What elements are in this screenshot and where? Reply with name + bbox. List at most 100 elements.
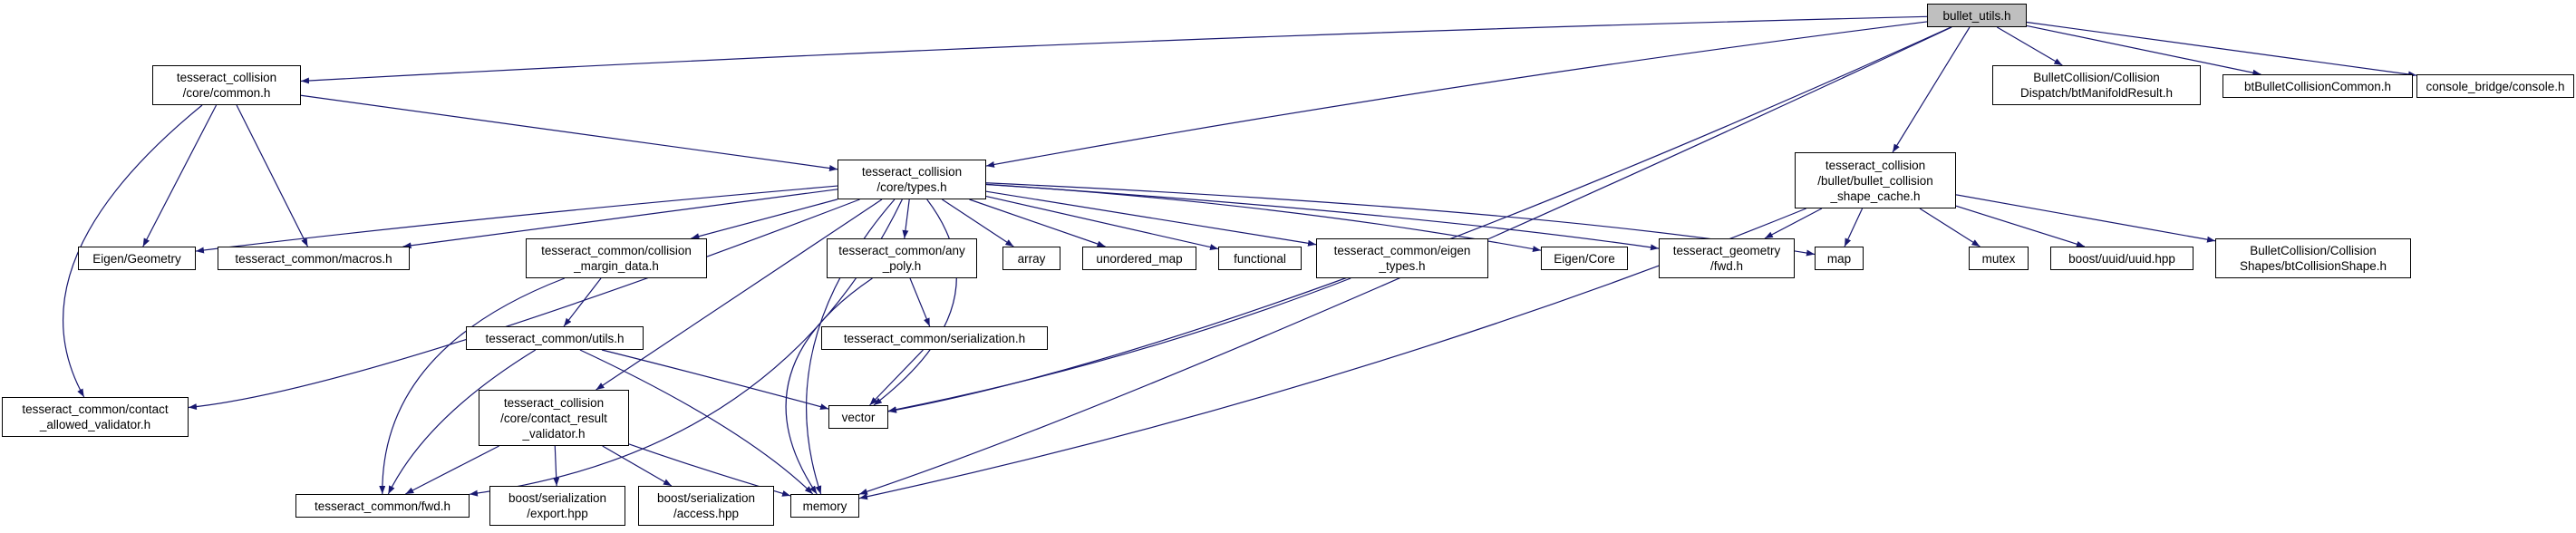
graph-edge-shape_cache-to-map — [1844, 208, 1864, 247]
graph-edge-bullet_utils-to-btManifoldResult — [1996, 26, 2063, 66]
graph-node-label: tesseract_collision /core/contact_result… — [500, 395, 607, 441]
graph-node-types[interactable]: tesseract_collision /core/types.h — [838, 160, 986, 199]
graph-node-label: boost/serialization /export.hpp — [508, 491, 607, 520]
graph-edge-bullet_utils-to-shape_cache — [1892, 26, 1971, 153]
graph-node-mutex: mutex — [1969, 247, 2029, 270]
graph-node-label: mutex — [1981, 251, 2016, 266]
graph-edge-types-to-memory — [806, 199, 896, 495]
graph-node-label: tesseract_common/macros.h — [235, 251, 392, 266]
graph-node-label: boost/serialization /access.hpp — [656, 491, 756, 520]
graph-node-label: vector — [841, 410, 876, 424]
graph-edge-any_poly-to-serialization — [909, 277, 931, 327]
graph-node-console_bridge: console_bridge/console.h — [2416, 74, 2574, 98]
graph-node-shape_cache[interactable]: tesseract_collision /bullet/bullet_colli… — [1795, 152, 1956, 208]
graph-node-ser_access: boost/serialization /access.hpp — [638, 486, 774, 526]
graph-edge-collision_margin_data-to-utils — [563, 277, 602, 327]
graph-edge-types-to-unordered_map — [969, 199, 1106, 247]
graph-node-eigen_geometry: Eigen/Geometry — [78, 247, 196, 270]
graph-node-label: tesseract_common/eigen _types.h — [1333, 244, 1471, 273]
graph-edge-bullet_utils-to-memory — [858, 26, 1952, 495]
graph-node-common[interactable]: tesseract_collision /core/common.h — [152, 65, 301, 105]
graph-edge-bullet_utils-to-types — [985, 21, 1928, 168]
graph-edge-types-to-vector — [873, 199, 957, 406]
graph-edge-types-to-eigen_geometry — [195, 185, 838, 254]
graph-edge-common-to-contact_allowed_validator — [62, 104, 203, 398]
graph-node-label: tesseract_collision /bullet/bullet_colli… — [1817, 158, 1933, 203]
graph-node-label: console_bridge/console.h — [2426, 79, 2565, 93]
graph-edge-types-to-geometry_fwd — [985, 183, 1660, 251]
graph-node-label: tesseract_common/utils.h — [485, 331, 625, 345]
graph-node-any_poly[interactable]: tesseract_common/any _poly.h — [827, 238, 977, 278]
graph-edge-types-to-array — [942, 199, 1014, 247]
graph-node-label: memory — [802, 499, 847, 513]
graph-node-bullet_utils: bullet_utils.h — [1927, 4, 2027, 27]
graph-node-contact_allowed_validator[interactable]: tesseract_common/contact _allowed_valida… — [2, 397, 189, 437]
graph-edge-shape_cache-to-btCollisionShape — [1955, 194, 2216, 243]
graph-edge-serialization-to-vector — [869, 349, 924, 406]
graph-node-unordered_map: unordered_map — [1082, 247, 1196, 270]
graph-node-label: tesseract_collision /core/types.h — [861, 165, 963, 194]
graph-edge-types-to-functional — [985, 195, 1219, 251]
graph-edge-contact_result_validator-to-common_fwd — [405, 445, 499, 495]
graph-edge-types-to-eigen_types — [985, 190, 1317, 247]
graph-edge-types-to-macros — [402, 189, 838, 249]
graph-node-label: BulletCollision/Collision Shapes/btColli… — [2239, 244, 2387, 273]
graph-node-btBulletCollisionCommon: btBulletCollisionCommon.h — [2223, 74, 2413, 98]
graph-edge-eigen_types-to-vector — [887, 277, 1351, 413]
graph-node-eigen_types[interactable]: tesseract_common/eigen _types.h — [1316, 238, 1488, 278]
graph-node-label: tesseract_common/fwd.h — [314, 499, 451, 513]
graph-node-btManifoldResult: BulletCollision/Collision Dispatch/btMan… — [1992, 65, 2201, 105]
graph-node-ser_export: boost/serialization /export.hpp — [489, 486, 625, 526]
graph-node-serialization[interactable]: tesseract_common/serialization.h — [821, 326, 1048, 350]
graph-node-label: array — [1017, 251, 1046, 266]
graph-edge-common-to-types — [300, 94, 838, 171]
graph-edge-any_poly-to-memory — [785, 277, 873, 495]
graph-edge-shape_cache-to-mutex — [1919, 208, 1980, 247]
graph-node-collision_margin_data[interactable]: tesseract_common/collision _margin_data.… — [526, 238, 707, 278]
graph-node-label: map — [1826, 251, 1852, 266]
graph-node-label: btBulletCollisionCommon.h — [2243, 79, 2392, 93]
graph-node-label: unordered_map — [1096, 251, 1183, 266]
graph-edge-types-to-contact_result_validator — [596, 199, 883, 391]
graph-node-macros[interactable]: tesseract_common/macros.h — [218, 247, 410, 270]
graph-edge-bullet_utils-to-common — [300, 15, 1928, 84]
graph-node-label: tesseract_common/any _poly.h — [838, 244, 965, 273]
graph-node-label: tesseract_geometry /fwd.h — [1672, 244, 1781, 273]
graph-node-boost_uuid: boost/uuid/uuid.hpp — [2050, 247, 2193, 270]
graph-node-label: functional — [1234, 251, 1286, 266]
graph-edge-contact_result_validator-to-ser_access — [602, 445, 673, 487]
graph-node-contact_result_validator[interactable]: tesseract_collision /core/contact_result… — [479, 390, 629, 446]
graph-node-label: tesseract_common/contact _allowed_valida… — [22, 402, 169, 431]
graph-edge-types-to-contact_allowed_validator — [188, 199, 860, 411]
graph-edge-common-to-eigen_geometry — [142, 104, 218, 247]
graph-edge-types-to-collision_margin_data — [691, 199, 838, 240]
graph-node-label: Eigen/Core — [1554, 251, 1615, 266]
graph-node-array: array — [1002, 247, 1060, 270]
graph-node-btCollisionShape: BulletCollision/Collision Shapes/btColli… — [2215, 238, 2411, 278]
graph-node-label: BulletCollision/Collision Dispatch/btMan… — [2019, 71, 2174, 100]
graph-node-memory: memory — [790, 494, 859, 518]
graph-edge-contact_result_validator-to-ser_export — [553, 445, 560, 487]
graph-node-geometry_fwd[interactable]: tesseract_geometry /fwd.h — [1659, 238, 1795, 278]
graph-edge-utils-to-common_fwd — [387, 349, 537, 495]
graph-node-label: Eigen/Geometry — [92, 251, 181, 266]
graph-node-vector: vector — [828, 405, 888, 429]
graph-edge-collision_margin_data-to-common_fwd — [379, 277, 566, 495]
graph-edge-shape_cache-to-boost_uuid — [1955, 205, 2086, 247]
graph-node-functional: functional — [1218, 247, 1302, 270]
graph-edge-common-to-macros — [236, 104, 309, 247]
graph-node-label: tesseract_collision /core/common.h — [176, 71, 277, 100]
graph-node-label: tesseract_common/serialization.h — [843, 331, 1026, 345]
graph-node-label: bullet_utils.h — [1942, 8, 2011, 23]
graph-edge-bullet_utils-to-btBulletCollisionCommon — [2026, 24, 2261, 76]
graph-node-label: boost/uuid/uuid.hpp — [2068, 251, 2175, 266]
graph-node-map: map — [1815, 247, 1864, 270]
graph-node-label: tesseract_common/collision _margin_data.… — [541, 244, 692, 273]
graph-edge-utils-to-vector — [601, 349, 829, 411]
graph-node-utils[interactable]: tesseract_common/utils.h — [466, 326, 644, 350]
graph-edge-types-to-any_poly — [902, 199, 910, 239]
graph-edge-utils-to-memory — [579, 349, 814, 495]
graph-node-common_fwd[interactable]: tesseract_common/fwd.h — [295, 494, 470, 518]
graph-edge-shape_cache-to-geometry_fwd — [1764, 208, 1823, 239]
